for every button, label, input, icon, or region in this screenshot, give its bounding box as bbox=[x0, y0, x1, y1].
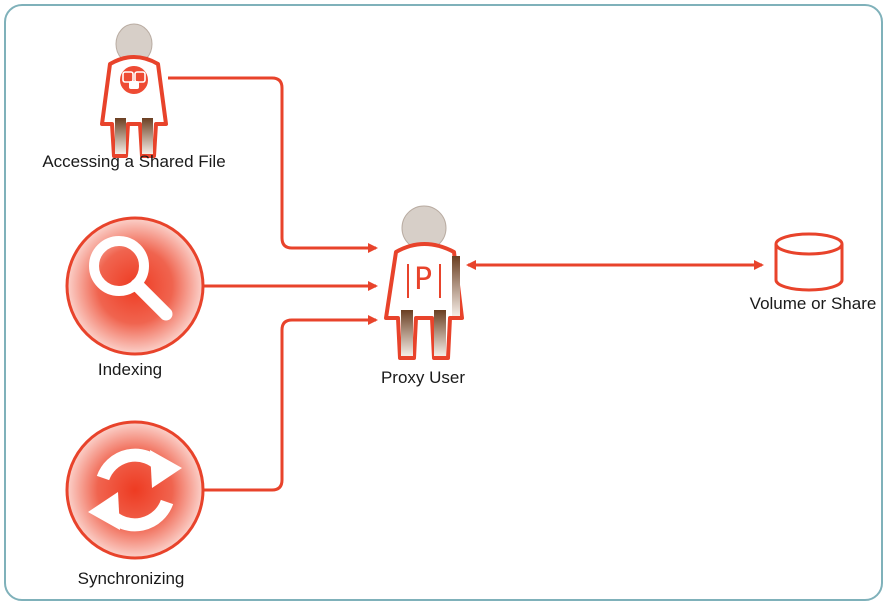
connectors bbox=[168, 76, 764, 492]
indexing-label: Indexing bbox=[97, 360, 163, 379]
person-shared-file-icon bbox=[100, 23, 168, 158]
proxy-user-label: Proxy User bbox=[380, 368, 466, 387]
person-proxy-icon bbox=[384, 205, 464, 360]
sync-arrows-icon bbox=[65, 420, 205, 560]
database-cylinder-icon bbox=[774, 232, 844, 292]
magnifier-icon bbox=[65, 216, 205, 356]
connector-sync-to-proxy bbox=[202, 315, 378, 492]
volume-label: Volume or Share bbox=[749, 294, 877, 313]
proxy-badge: P bbox=[414, 262, 433, 297]
connector-shared-file-to-proxy bbox=[168, 76, 378, 253]
synchronizing-label: Synchronizing bbox=[77, 569, 185, 588]
shared-file-label: Accessing a Shared File bbox=[42, 152, 226, 171]
